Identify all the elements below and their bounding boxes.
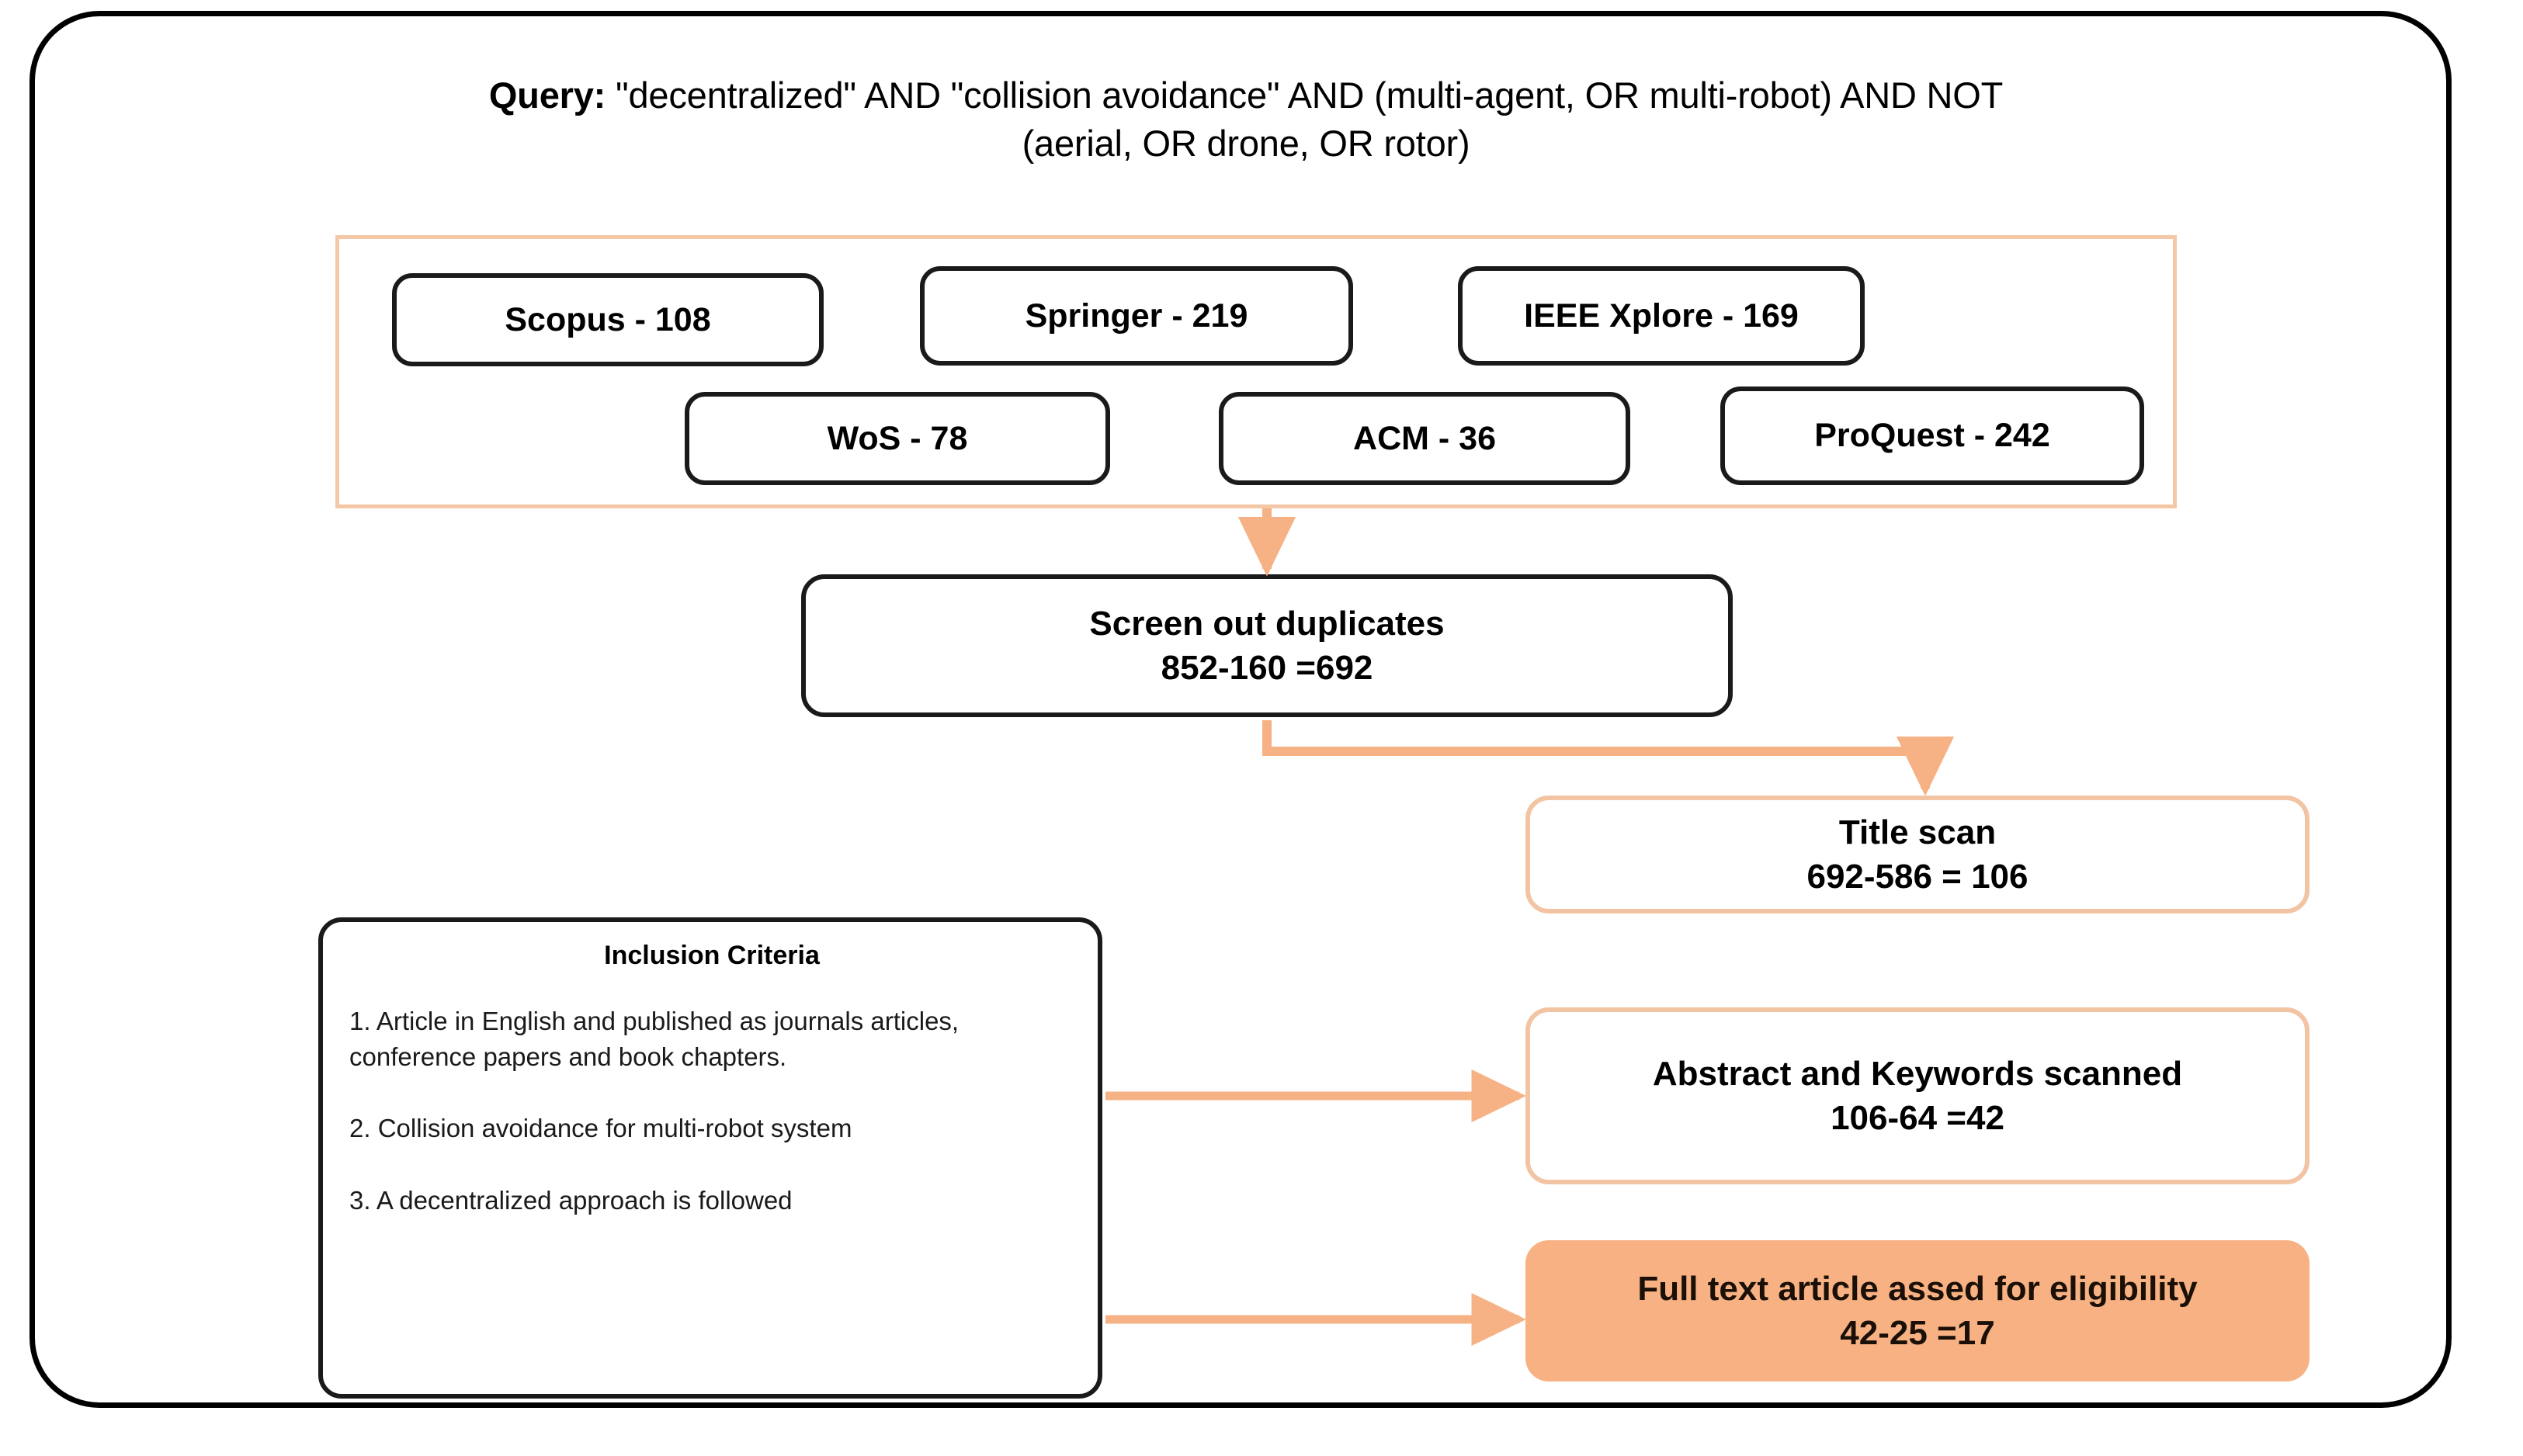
stage-calc-title-scan: 692-586 = 106 (1806, 858, 2028, 896)
criteria-item-2: 2. Collision avoidance for multi-robot s… (349, 1114, 852, 1143)
source-box-wos[interactable]: WoS - 78 (685, 392, 1110, 485)
stage-box-title-scan[interactable]: Title scan 692-586 = 106 (1525, 796, 2310, 913)
query-line-2: (aerial, OR drone, OR rotor) (1022, 123, 1470, 165)
stage-title-full-text: Full text article assed for eligibility (1637, 1269, 2198, 1308)
stage-calc-duplicates: 852-160 =692 (1161, 649, 1373, 687)
inclusion-criteria-box[interactable]: Inclusion Criteria 1. Article in English… (318, 917, 1102, 1399)
source-box-acm[interactable]: ACM - 36 (1219, 392, 1630, 485)
source-label-acm: ACM - 36 (1353, 419, 1496, 457)
database-sources-container (335, 235, 2177, 508)
stage-box-full-text[interactable]: Full text article assed for eligibility … (1525, 1240, 2310, 1381)
source-label-proquest: ProQuest - 242 (1814, 417, 2050, 454)
criteria-item-1: 1. Article in English and published as j… (349, 1007, 960, 1072)
source-label-scopus: Scopus - 108 (505, 300, 711, 338)
query-label: Query: (488, 75, 606, 116)
outer-container-frame (29, 11, 2452, 1408)
stage-title-title-scan: Title scan (1838, 813, 1997, 851)
source-box-ieee-xplore[interactable]: IEEE Xplore - 169 (1458, 266, 1865, 366)
stage-title-abstract-scan: Abstract and Keywords scanned (1652, 1054, 2183, 1093)
stage-box-abstract-scan[interactable]: Abstract and Keywords scanned 106-64 =42 (1525, 1007, 2310, 1184)
criteria-heading: Inclusion Criteria (604, 941, 820, 970)
stage-title-duplicates: Screen out duplicates (1089, 604, 1445, 643)
source-label-wos: WoS - 78 (827, 419, 968, 457)
source-box-scopus[interactable]: Scopus - 108 (392, 273, 824, 366)
stage-calc-full-text: 42-25 =17 (1840, 1314, 1995, 1352)
criteria-item-3: 3. A decentralized approach is followed (349, 1185, 793, 1215)
source-box-springer[interactable]: Springer - 219 (920, 266, 1353, 366)
stage-calc-abstract-scan: 106-64 =42 (1831, 1099, 2004, 1137)
source-label-springer: Springer - 219 (1025, 296, 1248, 335)
source-label-ieee-xplore: IEEE Xplore - 169 (1524, 296, 1799, 335)
query-line-1: "decentralized" AND "collision avoidance… (615, 75, 2004, 116)
source-box-proquest[interactable]: ProQuest - 242 (1720, 387, 2144, 485)
stage-box-screen-duplicates[interactable]: Screen out duplicates 852-160 =692 (801, 574, 1733, 717)
query-heading: Query: "decentralized" AND "collision av… (163, 71, 2329, 168)
